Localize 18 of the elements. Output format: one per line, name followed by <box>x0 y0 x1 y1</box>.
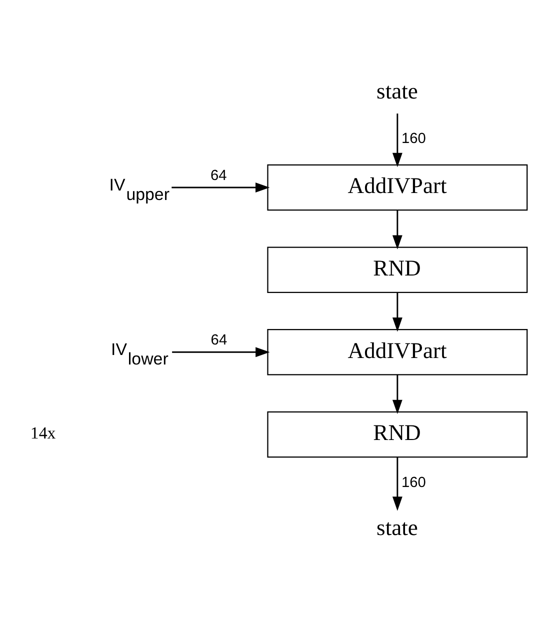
node-text: state <box>376 78 418 103</box>
arrow <box>392 210 402 249</box>
edge-label: 64 <box>210 168 227 184</box>
edge-label: 160 <box>401 474 426 490</box>
label: 14x <box>30 422 56 442</box>
edge-label: 64 <box>210 332 228 348</box>
node-box: RND <box>267 410 528 458</box>
arrow <box>392 374 402 414</box>
node-text: state <box>376 514 418 540</box>
edge-label: 160 <box>401 130 426 146</box>
node-box: AddIVPart <box>267 328 528 375</box>
arrow <box>172 346 270 357</box>
arrow <box>392 113 402 167</box>
node-box: AddIVPart <box>267 164 528 210</box>
arrow <box>392 292 402 332</box>
arrow <box>172 182 270 192</box>
arrow <box>392 456 402 510</box>
node-box: RND <box>267 246 528 292</box>
